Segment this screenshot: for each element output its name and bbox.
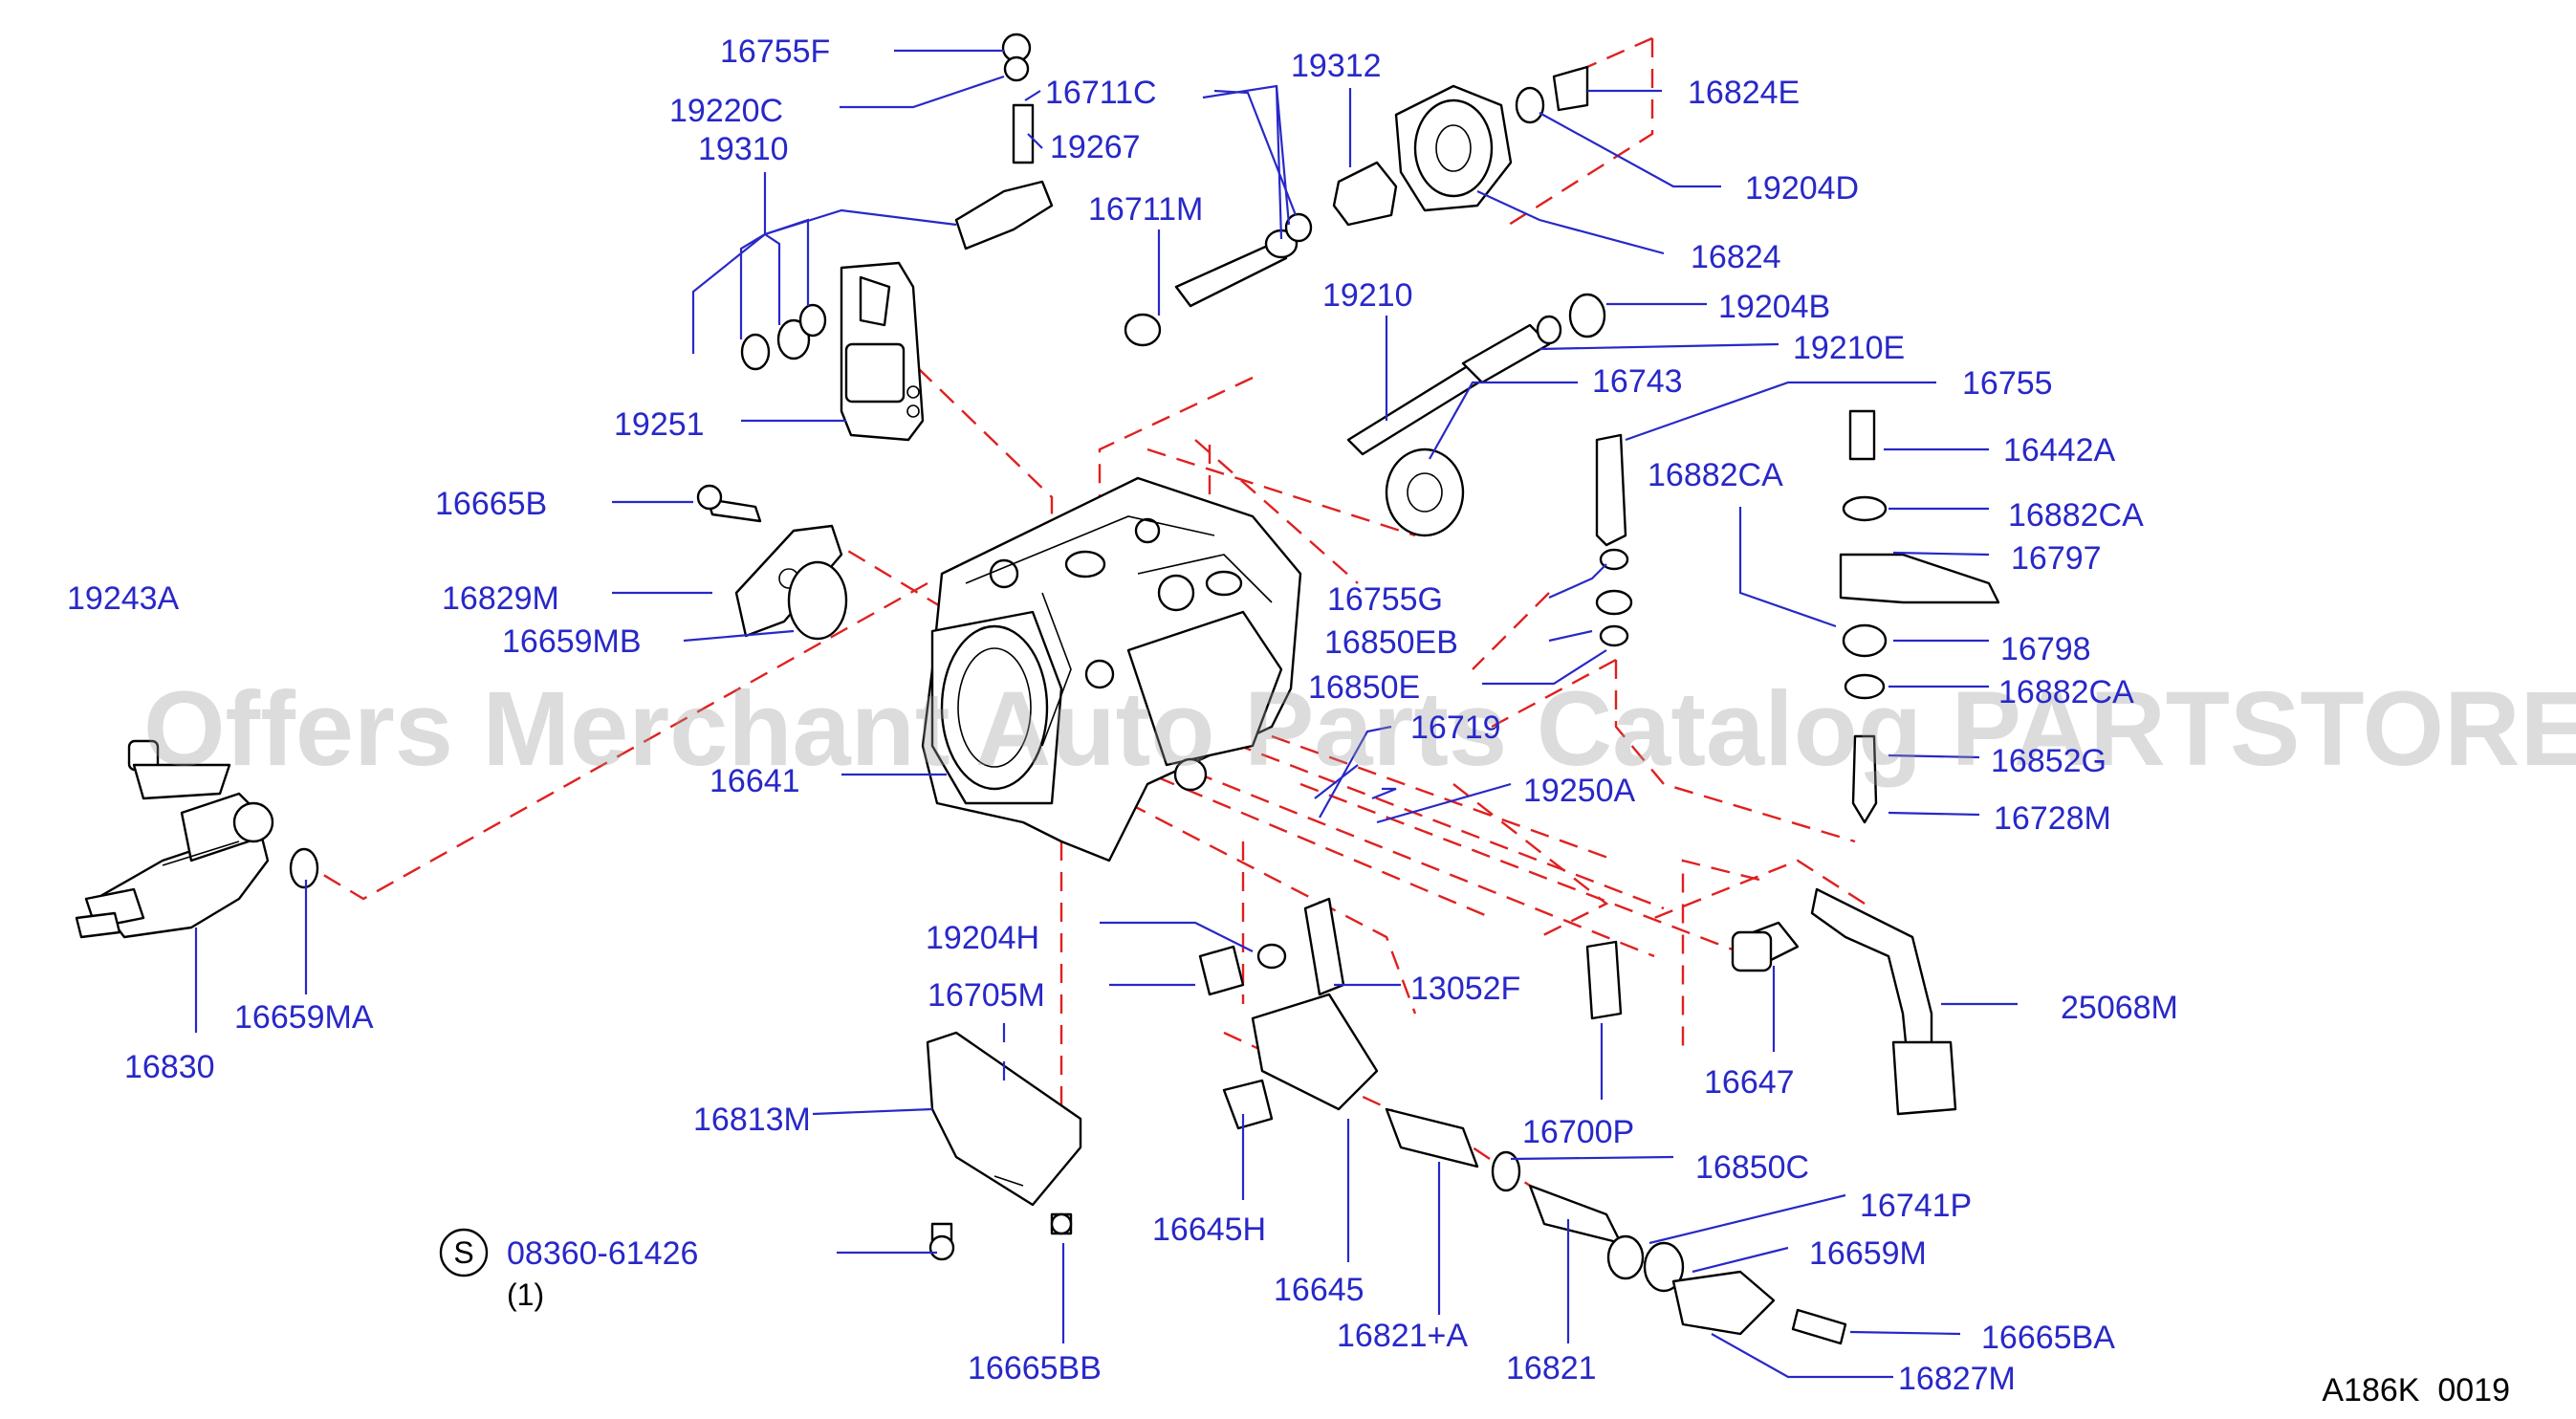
standard-part-qty: (1) — [507, 1277, 544, 1312]
label-16829M[interactable]: 16829M — [442, 580, 559, 617]
label-16797[interactable]: 16797 — [2011, 540, 2102, 577]
label-16824[interactable]: 16824 — [1691, 239, 1781, 275]
label-16882CA-right[interactable]: 16882CA — [2008, 497, 2144, 534]
label-16882CA-upper[interactable]: 16882CA — [1648, 457, 1783, 493]
watermark: Offers Merchant Auto Parts Catalog PARTS… — [143, 670, 2576, 788]
label-16711M[interactable]: 16711M — [1088, 191, 1203, 228]
label-16755G[interactable]: 16755G — [1327, 581, 1443, 618]
label-16741P[interactable]: 16741P — [1860, 1188, 1972, 1224]
label-16700P[interactable]: 16700P — [1522, 1114, 1634, 1150]
timer-drawing — [1198, 897, 1847, 1345]
label-16711C[interactable]: 16711C — [1045, 75, 1157, 111]
drive-shaft-drawing — [1346, 293, 1606, 537]
label-16659MA[interactable]: 16659MA — [234, 999, 374, 1036]
standard-part-symbol-circle — [439, 1228, 489, 1277]
label-16719[interactable]: 16719 — [1410, 710, 1501, 746]
label-16850EB[interactable]: 16850EB — [1324, 624, 1458, 661]
label-19251[interactable]: 19251 — [614, 406, 705, 443]
shaft-drawing — [1124, 212, 1313, 347]
label-16850C[interactable]: 16850C — [1695, 1149, 1809, 1186]
label-16798[interactable]: 16798 — [2000, 631, 2091, 667]
label-16852G[interactable]: 16852G — [1991, 743, 2107, 779]
label-19243A[interactable]: 19243A — [67, 580, 180, 617]
label-16743[interactable]: 16743 — [1592, 363, 1683, 400]
label-19310[interactable]: 19310 — [698, 131, 789, 167]
label-16442A[interactable]: 16442A — [2003, 432, 2116, 469]
label-16813M[interactable]: 16813M — [693, 1102, 811, 1138]
standard-part-note: S 08360-61426 (1) — [439, 1228, 698, 1312]
solenoid-assembly-drawing — [75, 739, 319, 939]
label-19250A[interactable]: 19250A — [1523, 773, 1636, 809]
label-16821[interactable]: 16821 — [1506, 1350, 1597, 1386]
label-16824E[interactable]: 16824E — [1688, 75, 1800, 111]
label-19204D[interactable]: 19204D — [1745, 170, 1859, 207]
delivery-valve-drawing — [1595, 409, 2000, 824]
label-16850E[interactable]: 16850E — [1308, 669, 1420, 706]
bracket-drawing — [926, 1031, 1082, 1261]
label-19210[interactable]: 19210 — [1322, 277, 1413, 314]
part-labels: 16755F 16711C 19220C 19310 19267 19312 1… — [67, 33, 2178, 1397]
label-16665BA[interactable]: 16665BA — [1981, 1320, 2115, 1356]
plate-drawing — [696, 484, 848, 641]
governor-lever-drawing — [740, 33, 1054, 442]
standard-part-symbol: S — [453, 1235, 473, 1270]
label-16659MB[interactable]: 16659MB — [502, 623, 642, 660]
part-drawings — [75, 33, 2000, 1345]
diagram-code: A186K 0019 — [2322, 1372, 2510, 1408]
leader-lines — [194, 49, 2018, 1379]
plug-drawing — [1585, 930, 1773, 1020]
label-16827M[interactable]: 16827M — [1898, 1361, 2016, 1397]
label-16647[interactable]: 16647 — [1704, 1064, 1795, 1101]
label-16665BB[interactable]: 16665BB — [968, 1350, 1102, 1386]
label-16645[interactable]: 16645 — [1274, 1272, 1364, 1308]
label-19204B[interactable]: 19204B — [1718, 289, 1830, 325]
label-19204H[interactable]: 19204H — [926, 920, 1039, 956]
label-16821+A[interactable]: 16821+A — [1337, 1318, 1468, 1354]
label-16705M[interactable]: 16705M — [928, 977, 1045, 1014]
label-19220C[interactable]: 19220C — [669, 93, 783, 129]
label-16659M[interactable]: 16659M — [1809, 1235, 1927, 1272]
cam-drawing — [1332, 65, 1589, 227]
label-16728M[interactable]: 16728M — [1994, 800, 2111, 837]
label-16665B[interactable]: 16665B — [435, 486, 547, 522]
pump-body-drawing — [921, 476, 1302, 862]
label-19312[interactable]: 19312 — [1291, 48, 1382, 84]
label-16830[interactable]: 16830 — [124, 1049, 215, 1085]
label-16645H[interactable]: 16645H — [1152, 1212, 1266, 1248]
label-25068M[interactable]: 25068M — [2061, 990, 2178, 1026]
label-19210E[interactable]: 19210E — [1793, 330, 1905, 366]
label-19267[interactable]: 19267 — [1050, 129, 1141, 165]
label-13052F[interactable]: 13052F — [1410, 971, 1520, 1007]
label-16641[interactable]: 16641 — [709, 763, 800, 799]
label-16882CA-lower[interactable]: 16882CA — [1998, 674, 2134, 710]
label-08360-61426[interactable]: 08360-61426 — [507, 1235, 698, 1272]
label-16755F[interactable]: 16755F — [720, 33, 830, 70]
label-16755[interactable]: 16755 — [1962, 365, 2053, 402]
